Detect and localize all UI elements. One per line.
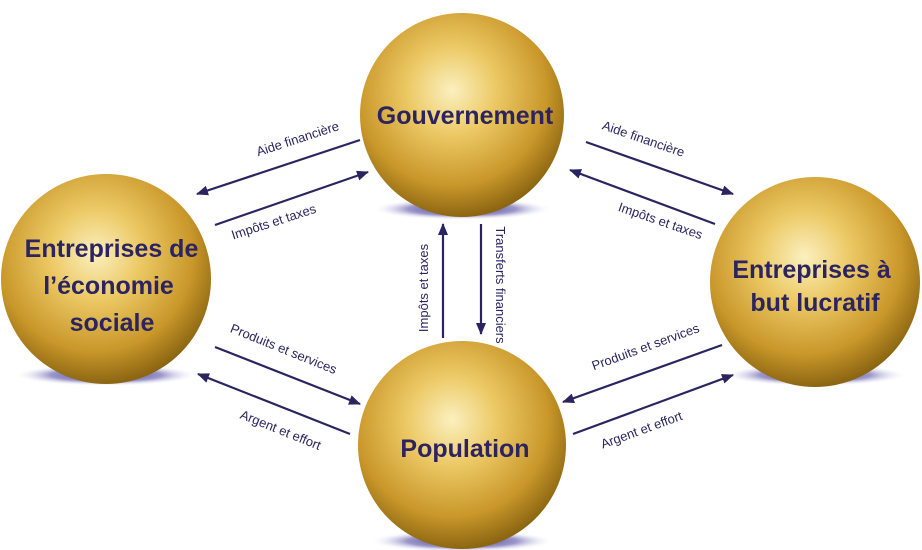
edge-label-impots-taxes-left: Impôts et taxes (229, 201, 318, 243)
edge-label-argent-effort-left: Argent et effort (238, 407, 323, 453)
node-label-gouvernement: Gouvernement (377, 102, 554, 130)
edge-label-produits-services-left: Produits et services (228, 321, 339, 378)
edge-label-transferts-financiers: Transferts financiers (493, 226, 508, 344)
population-sphere (358, 341, 566, 549)
economie-sociale-sphere (1, 174, 211, 384)
gouvernement-sphere (360, 13, 564, 217)
edge-label-aide-financiere-left: Aide financière (254, 118, 340, 159)
node-label-but-lucratif: Entreprises à but lucratif (732, 256, 897, 317)
arrow-impots-taxes-left (214, 170, 369, 227)
arrow-produits-services-left (214, 345, 361, 406)
edge-label-argent-effort-right: Argent et effort (599, 408, 685, 452)
edge-label-aide-financiere-right: Aide financière (600, 118, 686, 160)
arrow-argent-effort-left (197, 372, 351, 436)
edge-label-impots-taxes-right: Impôts et taxes (616, 199, 705, 242)
edge-label-produits-services-right: Produits et services (590, 320, 702, 373)
arrow-impots-taxes-right (569, 168, 716, 226)
node-label-population: Population (400, 435, 529, 463)
arrow-aide-financiere-right (585, 140, 734, 196)
node-label-economie-sociale: Entreprises de l’économie sociale (25, 235, 206, 337)
edge-label-impots-taxes-center: Impôts et taxes (416, 243, 431, 332)
but-lucratif-sphere (710, 177, 920, 387)
arrow-aide-financiere-left (196, 138, 361, 196)
arrow-produits-services-right (562, 343, 723, 404)
arrow-argent-effort-right (572, 373, 734, 436)
